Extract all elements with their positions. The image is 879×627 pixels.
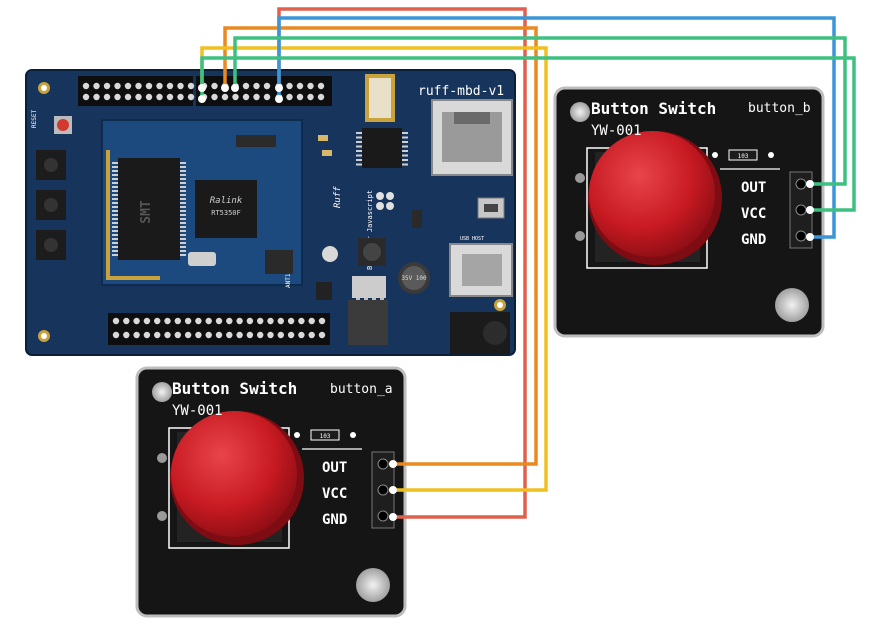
module-b-pin-out: OUT bbox=[741, 180, 766, 196]
soc-chip bbox=[195, 180, 257, 238]
svg-text:103: 103 bbox=[320, 433, 331, 440]
wire-endpoints bbox=[198, 84, 814, 521]
module-b-mount-hole-icon bbox=[775, 288, 809, 322]
module-a-pin-out: OUT bbox=[322, 460, 347, 476]
bottom-header bbox=[108, 313, 330, 345]
ruff-board: RESET SMT Ralink RT5350F ANT1 Ruff Born … bbox=[25, 69, 516, 356]
wires bbox=[200, 7, 856, 519]
svg-text:Ruff: Ruff bbox=[333, 186, 343, 208]
svg-text:103: 103 bbox=[738, 153, 749, 160]
module-a-pin-vcc: VCC bbox=[322, 486, 347, 502]
svg-text:RT5350F: RT5350F bbox=[211, 209, 241, 217]
module-a-mount-hole-icon bbox=[356, 568, 390, 602]
voltage-regulator bbox=[348, 300, 388, 345]
svg-text:35V 100: 35V 100 bbox=[401, 275, 427, 282]
module-a-title: Button Switch bbox=[172, 379, 297, 398]
svg-text:Born for Javascript: Born for Javascript bbox=[366, 190, 374, 270]
module-b-model: YW-001 bbox=[591, 123, 642, 139]
svg-text:ANT1: ANT1 bbox=[285, 273, 292, 288]
module-b-mount-hole-icon bbox=[570, 102, 590, 122]
ram-chip bbox=[118, 158, 180, 260]
module-a-red-button bbox=[171, 411, 297, 537]
module-b-title: Button Switch bbox=[591, 99, 716, 118]
module-b-label: button_b bbox=[748, 101, 811, 116]
module-a-label: button_a bbox=[330, 382, 393, 397]
button-module-b: 103 Button Switch YW-001 OUT VCC GND bbox=[553, 86, 825, 338]
reset-silk: RESET bbox=[31, 110, 38, 128]
module-a-mount-hole-icon bbox=[152, 382, 172, 402]
module-b-red-button bbox=[589, 131, 715, 257]
board-label: ruff-mbd-v1 bbox=[418, 84, 504, 99]
svg-text:Ralink: Ralink bbox=[210, 196, 243, 206]
top-header-left bbox=[78, 76, 193, 106]
button-module-a: 103 Button Switch YW-001 OUT VCC GND bbox=[135, 366, 407, 618]
module-a-model: YW-001 bbox=[172, 403, 223, 419]
usb-uart-chip bbox=[362, 128, 402, 168]
wire-out-b bbox=[233, 36, 847, 186]
reset-button bbox=[57, 119, 69, 131]
module-b-pin-vcc: VCC bbox=[741, 206, 766, 222]
wire-gnd-b bbox=[277, 16, 836, 239]
wire-vcc-b bbox=[200, 56, 856, 212]
module-a-pin-gnd: GND bbox=[322, 512, 347, 528]
ram-silk: SMT bbox=[139, 200, 154, 224]
module-b-pin-gnd: GND bbox=[741, 232, 766, 248]
svg-text:USB HOST: USB HOST bbox=[460, 236, 484, 242]
